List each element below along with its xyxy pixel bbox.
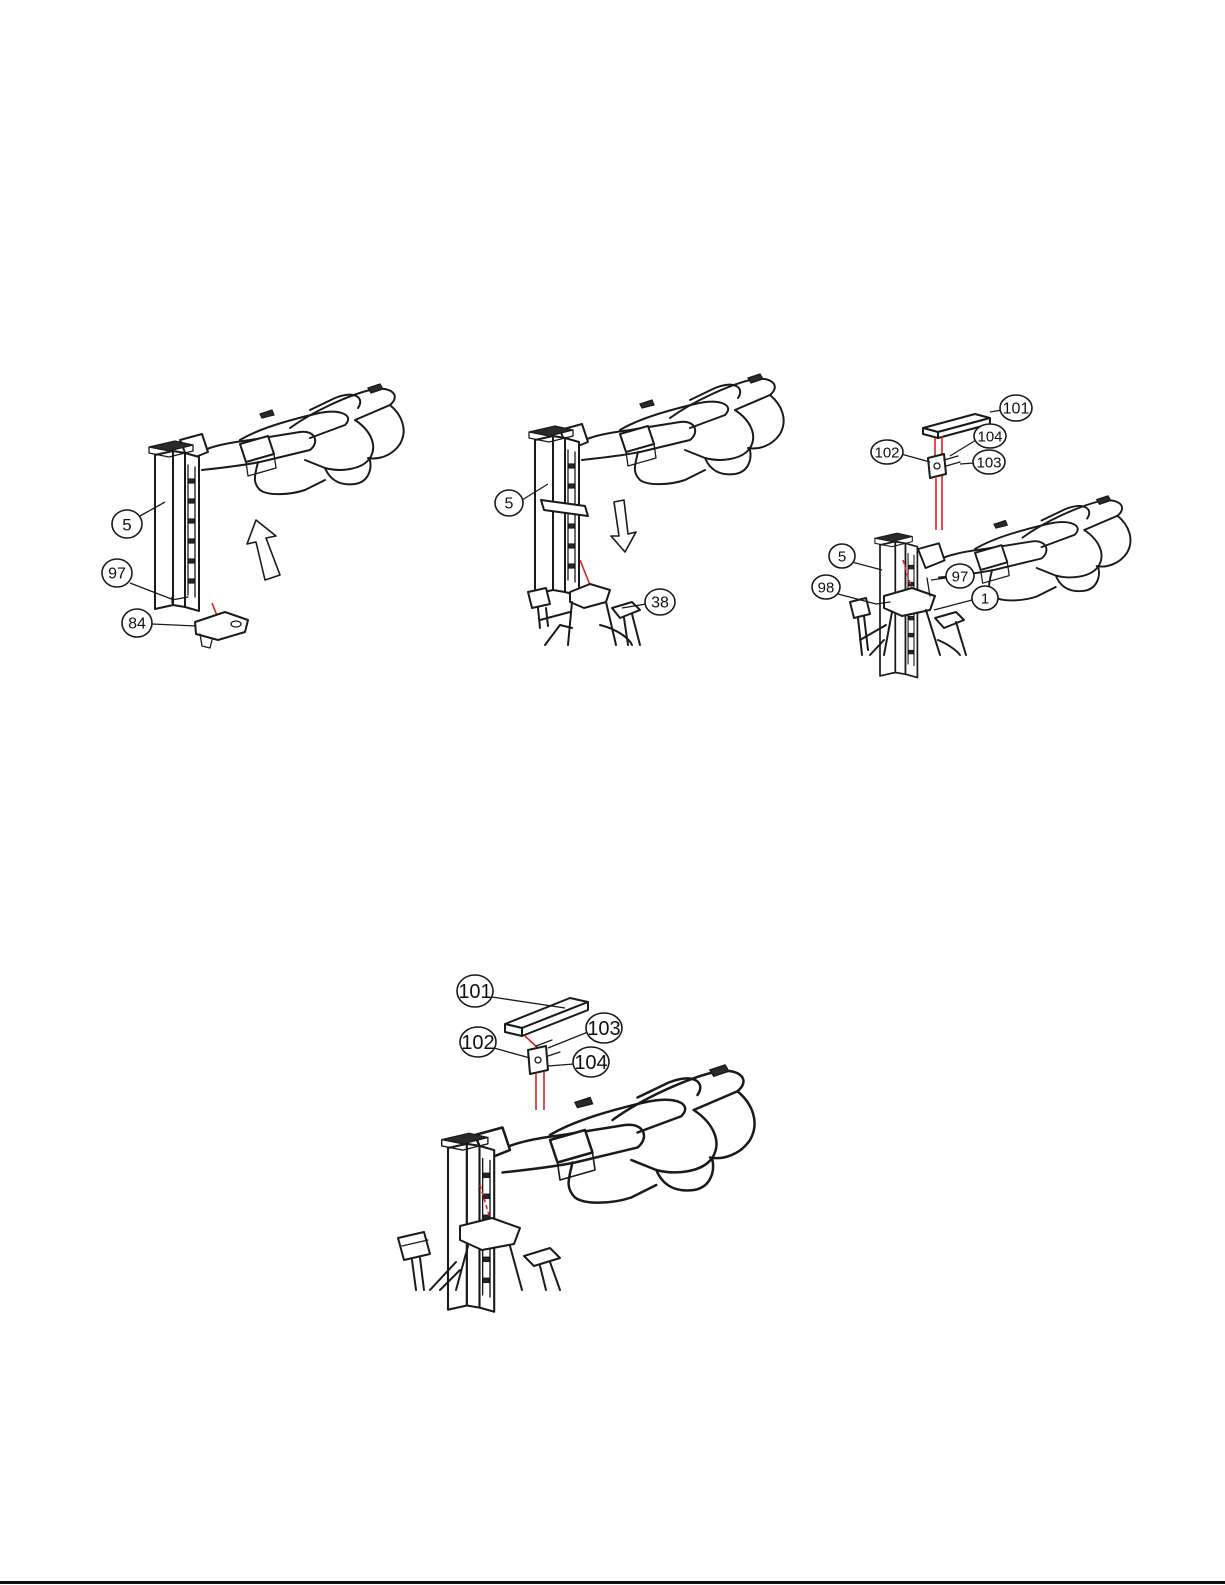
callout-97: 97 [931,564,974,588]
svg-text:104: 104 [574,1052,607,1074]
svg-text:97: 97 [108,566,126,583]
callout-5: 5 [829,544,882,570]
svg-text:98: 98 [818,580,835,597]
page-bottom-rule [0,1581,1225,1584]
figure-step-2: 5 38 [495,374,784,645]
svg-text:101: 101 [1003,401,1030,418]
clamp-part-drawing [195,612,248,648]
callout-84: 84 [122,609,196,637]
svg-text:101: 101 [458,981,491,1003]
svg-text:102: 102 [874,445,899,462]
callout-104: 104 [548,1047,609,1077]
callout-1: 1 [934,586,998,610]
frame-drawing [528,584,640,645]
handlebar-drawing [560,374,784,484]
figure-step-1: 5 97 84 [102,384,404,648]
seat-post-drawing [149,441,199,611]
direction-arrow-down-icon [611,500,636,552]
handlebar-drawing [180,384,404,494]
svg-text:102: 102 [461,1032,494,1054]
direction-arrow-up-icon [247,520,280,580]
svg-text:103: 103 [587,1018,620,1040]
callout-103: 103 [960,450,1005,474]
seat-drawing [505,998,588,1036]
svg-text:104: 104 [977,429,1002,446]
svg-text:5: 5 [122,516,131,535]
figure-step-3: 101 104 102 103 5 97 [812,395,1130,678]
figure-step-4: 101 103 102 104 [398,975,755,1312]
seat-clamp-drawing [928,454,960,478]
svg-text:1: 1 [981,591,989,608]
svg-text:5: 5 [505,496,514,513]
callout-101: 101 [457,975,565,1008]
callout-102: 102 [871,440,930,464]
svg-text:97: 97 [952,569,969,586]
handlebar-drawing [475,1065,755,1203]
svg-text:84: 84 [128,616,146,633]
svg-text:38: 38 [651,595,669,612]
callout-101: 101 [990,395,1032,421]
svg-text:103: 103 [976,455,1001,472]
svg-text:5: 5 [838,549,846,566]
